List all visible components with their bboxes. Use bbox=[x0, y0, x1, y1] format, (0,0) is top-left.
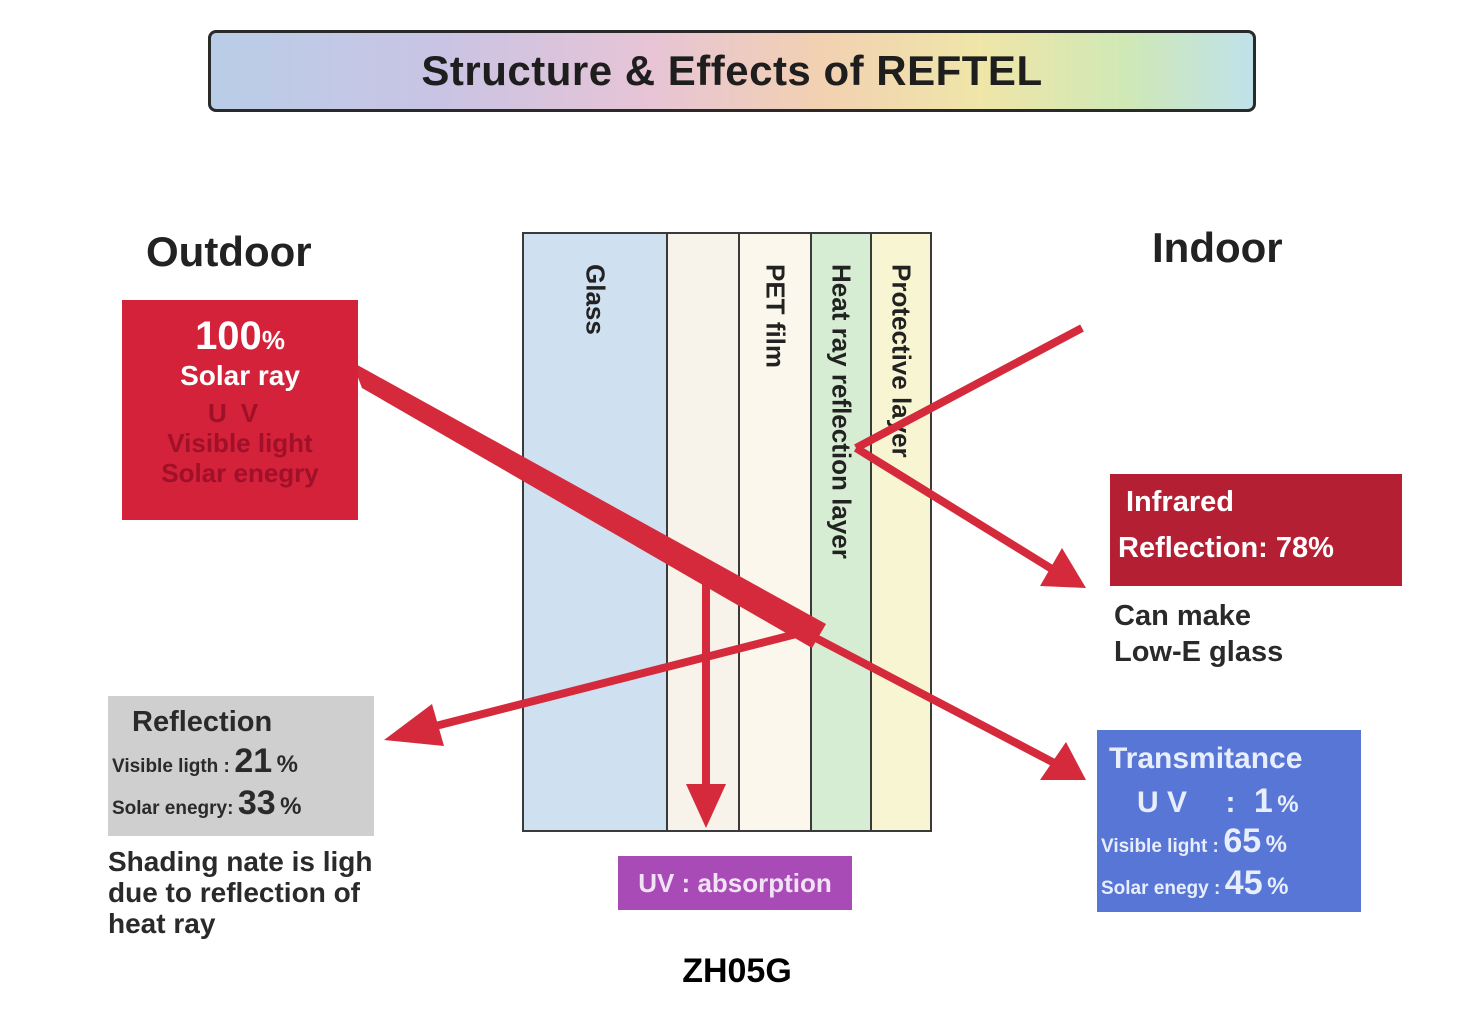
layer-label: Protective layer bbox=[886, 264, 917, 458]
shading-note-line: Shading nate is ligh bbox=[108, 846, 373, 877]
layer-pet-film: PET film bbox=[738, 232, 812, 832]
infrared-reflection: Reflection: 78% bbox=[1118, 532, 1334, 564]
solar-visible: Visible light bbox=[167, 428, 313, 458]
transmittance-uv-value: 1 bbox=[1253, 782, 1273, 820]
layer-adhesive bbox=[666, 232, 740, 832]
diagram-title: Structure & Effects of REFTEL bbox=[421, 47, 1043, 94]
uv-absorption-box: UV : absorption bbox=[618, 856, 852, 910]
model-label: ZH05G bbox=[682, 952, 792, 990]
reflection-title: Reflection bbox=[132, 706, 273, 738]
transmittance-solar-unit: % bbox=[1267, 873, 1289, 900]
transmittance-arrowhead bbox=[1040, 742, 1086, 780]
layer-label: PET film bbox=[760, 264, 791, 369]
lowe-note: Can make Low-E glass bbox=[1114, 598, 1283, 670]
reflection-solar-row: Solar enegry: 33 % bbox=[112, 784, 302, 823]
title-banner: Structure & Effects of REFTEL bbox=[208, 30, 1256, 112]
reflection-visible-label: Visible ligth : bbox=[112, 756, 230, 777]
shading-note-line: due to reflection of bbox=[108, 877, 360, 908]
reflection-box: Reflection Visible ligth : 21 % Solar en… bbox=[108, 696, 374, 836]
reflection-visible-row: Visible ligth : 21 % bbox=[112, 742, 298, 781]
transmittance-visible-label: Visible light : bbox=[1101, 836, 1219, 857]
shading-note-line: heat ray bbox=[108, 908, 216, 939]
transmittance-uv-unit: % bbox=[1277, 791, 1299, 818]
reflection-solar-unit: % bbox=[280, 793, 302, 820]
outdoor-label: Outdoor bbox=[146, 228, 312, 275]
reflection-arrowhead bbox=[384, 704, 444, 746]
layer-label: Glass bbox=[580, 264, 611, 335]
transmittance-uv-label: U V bbox=[1137, 786, 1188, 819]
transmittance-uv-row: U V : 1 % bbox=[1137, 782, 1299, 821]
solar-uv: UV bbox=[207, 398, 273, 428]
shading-note: Shading nate is ligh due to reflection o… bbox=[108, 846, 372, 939]
layer-glass: Glass bbox=[522, 232, 668, 832]
solar-percent: 100 bbox=[195, 314, 262, 358]
solar-title: Solar ray bbox=[180, 360, 300, 391]
transmittance-visible-unit: % bbox=[1265, 831, 1287, 858]
transmittance-solar-label: Solar enegy : bbox=[1101, 878, 1221, 899]
layer-label: Heat ray reflection layer bbox=[826, 264, 857, 559]
layer-heat-ray-reflection: Heat ray reflection layer bbox=[810, 232, 872, 832]
reflection-solar-value: 33 bbox=[237, 784, 276, 822]
lowe-note-line: Low-E glass bbox=[1114, 636, 1284, 668]
infrared-box: Infrared Reflection: 78% bbox=[1110, 474, 1402, 586]
reflection-visible-unit: % bbox=[276, 751, 298, 778]
transmittance-solar-value: 45 bbox=[1224, 864, 1263, 902]
infrared-title: Infrared bbox=[1126, 486, 1234, 518]
reflection-visible-value: 21 bbox=[234, 742, 273, 780]
indoor-label: Indoor bbox=[1152, 224, 1283, 271]
solar-energy: Solar enegry bbox=[161, 458, 319, 488]
uv-absorption-label: UV : absorption bbox=[638, 867, 832, 898]
transmittance-uv-sep: : bbox=[1225, 786, 1236, 819]
infrared-arrowhead bbox=[1040, 548, 1086, 588]
layer-protective: Protective layer bbox=[870, 232, 932, 832]
reflection-solar-label: Solar enegry: bbox=[112, 798, 234, 819]
transmittance-visible-value: 65 bbox=[1223, 822, 1262, 860]
transmittance-title: Transmitance bbox=[1109, 742, 1303, 775]
transmittance-visible-row: Visible light : 65 % bbox=[1101, 822, 1287, 861]
lowe-note-line: Can make bbox=[1114, 600, 1252, 632]
transmittance-box: Transmitance U V : 1 % Visible light : 6… bbox=[1097, 730, 1361, 912]
solar-percent-unit: % bbox=[261, 325, 285, 355]
solar-ray-box: 100% Solar ray UV Visible light Solar en… bbox=[122, 300, 358, 520]
solar-percent-line: 100% bbox=[122, 316, 358, 360]
transmittance-solar-row: Solar enegy : 45 % bbox=[1101, 864, 1288, 903]
